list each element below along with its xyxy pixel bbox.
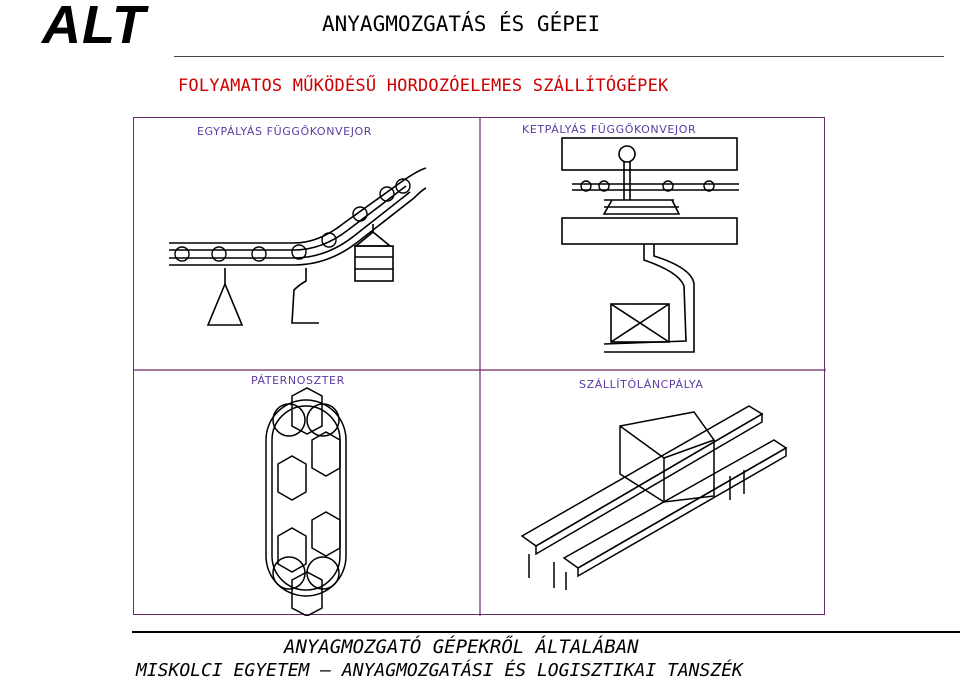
- footer-topic: ANYAGMOZGATÓ GÉPEKRŐL ÁLTALÁBAN: [284, 636, 639, 658]
- footer-institution: MISKOLCI EGYETEM – ANYAGMOZGATÁSI ÉS LOG…: [136, 660, 743, 681]
- conveyor-drawings: EGYPÁLYÁS FÜGGŐKONVEJOR KETPÁLYÁS FÜGGŐK…: [134, 118, 826, 616]
- double-track-conveyor-drawing: [561, 137, 739, 353]
- header-divider: [174, 56, 944, 57]
- paternoster-drawing: [265, 387, 347, 616]
- single-track-conveyor-drawing: [169, 167, 427, 326]
- slide-subtitle: FOLYAMATOS MŰKÖDÉSŰ HORDOZÓELEMES SZÁLLÍ…: [178, 76, 669, 96]
- chain-conveyor-track-drawing: [520, 405, 788, 590]
- panel-label-paternoszter: PÁTERNOSZTER: [251, 374, 345, 387]
- panel-label-egypalyas: EGYPÁLYÁS FÜGGŐKONVEJOR: [197, 124, 372, 138]
- alt-logo: ALT: [42, 0, 146, 55]
- footer-divider: [132, 631, 960, 633]
- conveyor-figure: EGYPÁLYÁS FÜGGŐKONVEJOR KETPÁLYÁS FÜGGŐK…: [133, 117, 826, 616]
- header-title: ANYAGMOZGATÁS ÉS GÉPEI: [322, 12, 601, 36]
- panel-label-ketpalyas: KETPÁLYÁS FÜGGŐKONVEJOR: [522, 122, 696, 136]
- panel-label-szallitolancpalya: SZÁLLÍTÓLÁNCPÁLYA: [579, 378, 703, 391]
